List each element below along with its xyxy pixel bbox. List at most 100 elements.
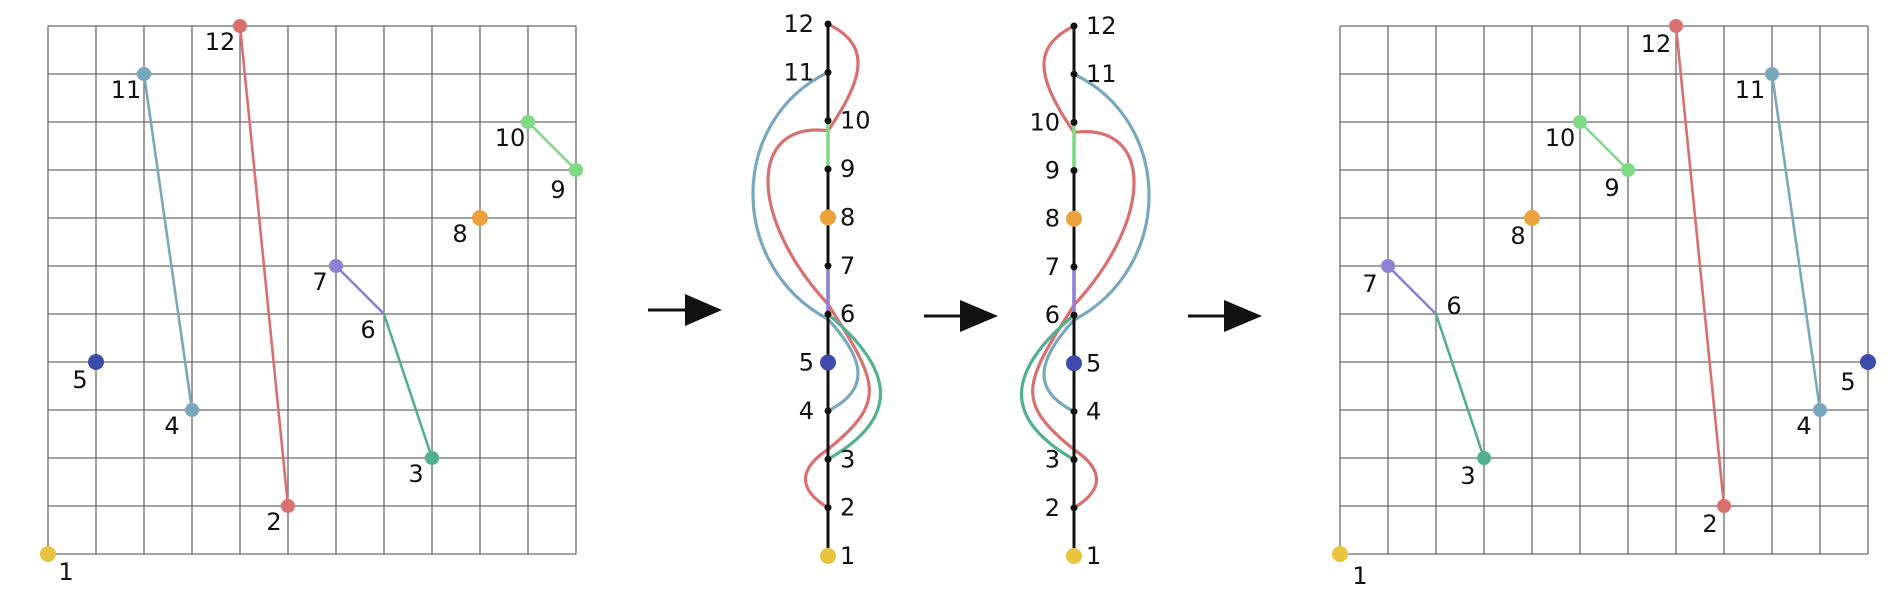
point-label-5: 5 (72, 366, 87, 394)
node-label-8: 8 (840, 203, 855, 231)
node-label-4: 4 (1086, 397, 1101, 425)
node-3 (1070, 456, 1078, 464)
node-label-1: 1 (840, 542, 855, 570)
point-label-6: 6 (360, 316, 375, 344)
point-3 (1477, 451, 1491, 465)
node-7 (824, 262, 832, 270)
point-label-11: 11 (1735, 76, 1766, 104)
arc-4-11 (751, 70, 860, 413)
node-1 (820, 548, 836, 564)
node-label-6: 6 (840, 300, 855, 328)
node-4 (1070, 407, 1078, 415)
segment-6-7 (335, 265, 385, 315)
arc-2-12 (1031, 24, 1136, 510)
node-label-7: 7 (1045, 253, 1060, 281)
node-label-4: 4 (799, 397, 814, 425)
point-2 (1717, 499, 1731, 513)
point-label-5: 5 (1840, 368, 1855, 396)
node-3 (824, 455, 832, 463)
point-label-12: 12 (1641, 30, 1672, 58)
point-4 (1813, 403, 1827, 417)
node-label-11: 11 (1086, 60, 1117, 88)
point-label-1: 1 (1352, 562, 1367, 590)
node-8 (820, 209, 836, 226)
node-label-9: 9 (840, 155, 855, 183)
arc-4-11 (1042, 72, 1151, 413)
segment-3-6 (1434, 313, 1486, 459)
node-label-6: 6 (1045, 301, 1060, 329)
point-label-3: 3 (408, 460, 423, 488)
arrow-1 (648, 294, 722, 326)
segment-4-11 (1770, 73, 1822, 411)
node-label-2: 2 (1045, 494, 1060, 522)
point-9 (1621, 163, 1635, 177)
node-4 (824, 407, 832, 415)
point-5 (1860, 354, 1876, 370)
point-11 (137, 67, 151, 81)
point-3 (425, 451, 439, 465)
node-label-3: 3 (840, 445, 855, 473)
arc-3-6 (826, 312, 882, 461)
segment-9-10 (1579, 121, 1629, 171)
segment-6-7 (1387, 265, 1437, 315)
point-label-10: 10 (495, 124, 526, 152)
node-11 (1070, 70, 1078, 78)
point-label-9: 9 (1604, 174, 1619, 202)
point-label-10: 10 (1545, 124, 1576, 152)
node-label-8: 8 (1045, 205, 1060, 233)
point-10 (1573, 115, 1587, 129)
node-label-1: 1 (1086, 542, 1101, 570)
point-label-11: 11 (111, 76, 142, 104)
node-2 (824, 504, 832, 512)
node-label-5: 5 (799, 349, 814, 377)
segment-3-6 (382, 313, 434, 459)
node-12 (1070, 22, 1078, 30)
node-label-7: 7 (840, 252, 855, 280)
point-11 (1765, 67, 1779, 81)
point-8 (1524, 210, 1540, 226)
point-label-8: 8 (1510, 222, 1525, 250)
node-9 (824, 165, 832, 173)
point-12 (233, 19, 247, 33)
node-label-3: 3 (1045, 446, 1060, 474)
node-label-10: 10 (1029, 108, 1060, 136)
arrow-3 (1188, 300, 1262, 332)
point-1 (1332, 546, 1348, 562)
point-label-4: 4 (1796, 412, 1811, 440)
arc-2-12 (766, 22, 871, 510)
node-2 (1070, 504, 1078, 512)
point-label-1: 1 (58, 558, 73, 586)
node-8 (1066, 210, 1082, 227)
segment-2-12 (238, 25, 290, 507)
point-12 (1669, 19, 1683, 33)
point-label-7: 7 (312, 268, 327, 296)
node-label-10: 10 (840, 107, 871, 135)
node-7 (1070, 263, 1078, 271)
point-label-2: 2 (266, 508, 281, 536)
arc-3-6 (1020, 313, 1076, 462)
node-label-9: 9 (1045, 157, 1060, 185)
segment-4-11 (142, 73, 194, 411)
point-5 (88, 354, 104, 370)
point-label-2: 2 (1702, 510, 1717, 538)
node-12 (824, 20, 832, 28)
node-6 (1070, 311, 1078, 319)
segment-2-12 (1674, 25, 1726, 507)
node-1 (1066, 548, 1082, 564)
point-10 (521, 115, 535, 129)
point-8 (472, 210, 488, 226)
node-6 (824, 310, 832, 318)
segment-9-10 (527, 121, 577, 171)
point-7 (1381, 259, 1395, 273)
point-9 (569, 163, 583, 177)
point-1 (40, 546, 56, 562)
point-label-6: 6 (1446, 292, 1461, 320)
point-label-3: 3 (1460, 462, 1475, 490)
node-9 (1070, 167, 1078, 175)
node-10 (1070, 118, 1078, 126)
node-label-11: 11 (783, 58, 814, 86)
